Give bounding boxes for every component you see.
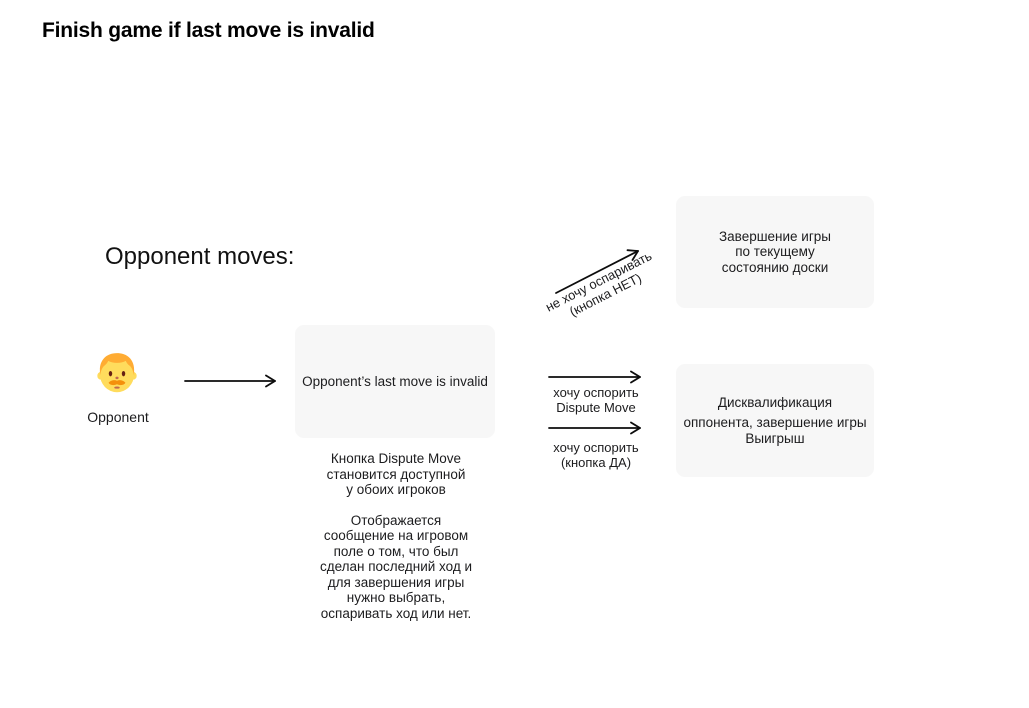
outcome-finish-label: Завершение игры по текущему состоянию до… [719,228,831,275]
man-emoji-icon [97,353,137,393]
edge-label-dispute-yes: хочу оспорить (кнопка ДА) [553,440,639,470]
disqualification-title: Дисквалификация [717,394,833,410]
actor-label: Opponent [87,409,149,425]
notes-block: Кнопка Dispute Move становится доступной… [296,451,496,621]
section-label-opponent-moves: Opponent moves: [105,243,295,270]
disqualification-body: оппонента, завершение игры Выигрыш [683,415,867,446]
outcome-box-finish-by-board: Завершение игры по текущему состоянию до… [676,196,874,308]
arrow-decline-dispute [555,249,639,294]
outcome-box-disqualification: Дисквалификация оппонента, завершение иг… [676,364,874,477]
arrow-dispute-yes [548,421,641,435]
state-box-label: Opponent’s last move is invalid [302,373,488,389]
page-title: Finish game if last move is invalid [42,19,375,42]
edge-label-dispute-move: хочу оспорить Dispute Move [553,385,639,415]
arrow-actor-to-state [184,374,276,388]
state-box-invalid-move: Opponent’s last move is invalid [295,325,495,438]
note-board-message: Отображается сообщение на игровом поле о… [319,512,473,621]
arrow-dispute-move [548,370,641,384]
note-dispute-button: Кнопка Dispute Move становится доступной… [326,451,466,497]
